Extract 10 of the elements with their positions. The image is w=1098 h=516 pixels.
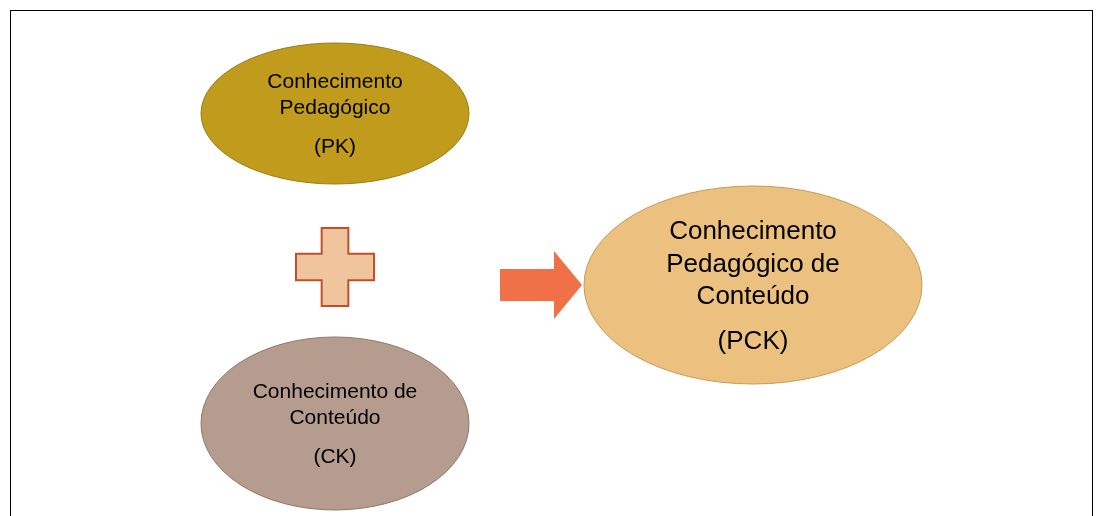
ellipse-node (583, 185, 923, 385)
node-abbreviation: (PK) (313, 132, 357, 159)
node-title: Conhecimento Pedagógico (266, 68, 404, 121)
node-abbreviation: (CK) (312, 442, 358, 469)
ellipse-node (200, 336, 470, 511)
node-title: Conhecimento Pedagógico de Conteúdo (665, 214, 841, 312)
ellipse-node (200, 42, 470, 185)
node-title: Conhecimento de Conteúdo (251, 378, 419, 431)
block-arrow (500, 251, 582, 319)
node-abbreviation: (PCK) (716, 323, 790, 356)
